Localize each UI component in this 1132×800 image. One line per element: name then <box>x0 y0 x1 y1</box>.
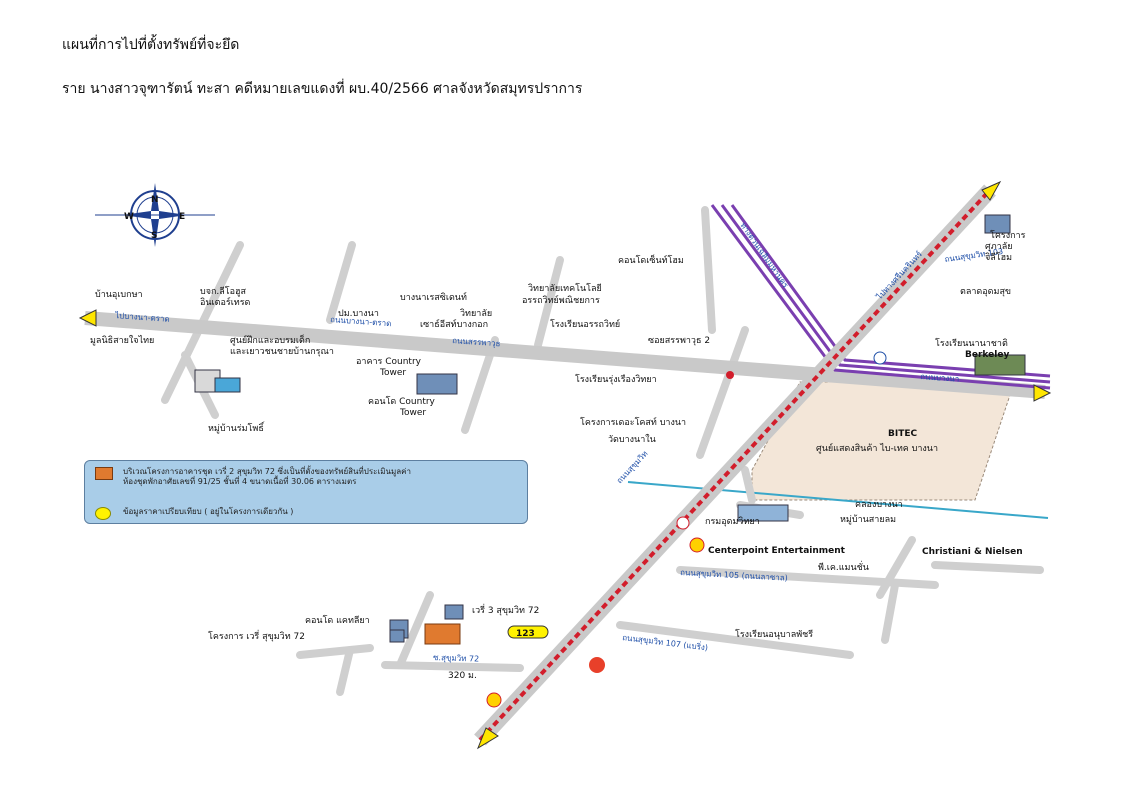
label-centerpoint: Centerpoint Entertainment <box>708 546 846 556</box>
compare-badge[interactable] <box>507 625 549 639</box>
label-mulanithi: มูลนิธิสายใจไทย <box>90 335 154 346</box>
shell-icon-south <box>486 692 502 708</box>
ptt-icon <box>589 657 605 673</box>
label-village-rompo: หมู่บ้านร่มโพธิ์ <box>208 421 265 434</box>
label-village-saylom: หมู่บ้านสายลม <box>840 514 896 525</box>
shell-icon-north <box>689 537 705 553</box>
label-bjk: บจก.ลีโอฮูส <box>200 286 247 297</box>
map-legend: บริเวณโครงการอาคารชุด เวรี่ 2 สุขุมวิท 7… <box>84 460 528 524</box>
arrow-south-icon <box>476 727 499 750</box>
label-berkeley: Berkeley <box>965 350 1009 360</box>
toyota-icon <box>676 516 690 530</box>
arrow-north-icon <box>981 180 1002 201</box>
subject-legend-swatch <box>95 467 113 480</box>
compass-icon: N S E W <box>95 183 215 247</box>
label-distance: 320 ม. <box>448 671 477 681</box>
label-klong-bangna: คลองบางนา <box>855 500 903 510</box>
road-sukhumvit-dash <box>478 188 992 742</box>
label-condo-center: คอนโดเซ็นท์โฮม <box>618 253 684 266</box>
label-bjk2: อินเตอร์เทรด <box>200 296 251 308</box>
compare-legend-swatch <box>95 507 111 520</box>
label-project-supalai3: จิลีโฮม <box>985 252 1012 263</box>
label-baan-ubenya: บ้านอุเบกษา <box>95 289 143 300</box>
label-bitec-full: ศูนย์แสดงสินค้า ไบ-เทค บางนา <box>816 442 938 454</box>
road-label-bangna-pu: ไปบางนา-ตราด <box>114 311 170 324</box>
compass-n: N <box>151 195 159 205</box>
label-condo-country: คอนโด Country <box>368 396 436 407</box>
label-intl-school: โรงเรียนนานาชาติ <box>935 338 1008 349</box>
canal-line <box>627 481 1049 519</box>
arrow-east-icon <box>1033 384 1052 402</box>
label-school-atthawit: โรงเรียนอรรถวิทย์ <box>550 318 620 330</box>
compare-badge-label: 123 <box>516 629 535 639</box>
legend-item-subject: บริเวณโครงการอาคารชุด เวรี่ 2 สุขุมวิท 7… <box>123 467 411 486</box>
label-condo-kahliya: คอนโด แคทลียา <box>305 615 370 626</box>
label-bangna-residence: บางนาเรสซิเดนท์ <box>400 291 467 303</box>
label-school-anuban: โรงเรียนอนุบาลพัชรี <box>735 629 813 640</box>
label-kromudom: กรมอุดมวิทยา <box>705 516 760 527</box>
label-center-child: ศูนย์ฝึกและอบรมเด็ก <box>230 333 310 346</box>
label-tech-college2: อรรถวิทย์พณิชยการ <box>522 294 600 306</box>
label-college: วิทยาลัย <box>460 308 492 319</box>
label-center-child2: และเยาวชนชายบ้านกรุณา <box>230 346 334 357</box>
label-country-tower: อาคาร Country <box>356 357 422 367</box>
label-wat-bangnanai: วัดบางนาใน <box>608 434 656 445</box>
road-label-banna: ถนนบางนา <box>920 372 960 384</box>
label-project-supalai: โครงการ <box>990 230 1026 241</box>
label-soi-sanphawut: ซอยสรรพาวุธ 2 <box>648 336 710 346</box>
legend-item-compare: ข้อมูลราคาเปรียบเทียบ ( อยู่ในโครงการเดี… <box>123 507 294 516</box>
label-very3: เวรี่ 3 สุขุมวิท 72 <box>472 603 539 616</box>
road-label-sukhumvit105: ถนนสุขุมวิท 105 (ถนนลาซาล) <box>680 568 788 583</box>
compass-w: W <box>124 212 134 222</box>
label-country-tower2: Tower <box>379 368 406 378</box>
road-label-expressway: ทางด่วนเฉลิมมหานคร <box>738 221 790 290</box>
label-pm-bangna: ปม.บางนา <box>338 309 379 319</box>
label-tech-college: วิทยาลัยเทคโนโลยี <box>528 283 602 294</box>
road-label-soi72: ซ.สุขุมวิท 72 <box>433 653 479 664</box>
label-talad-udomsuk: ตลาดอุดมสุข <box>960 287 1011 297</box>
label-christiani: Christiani & Nielsen <box>922 547 1023 557</box>
pin-icon <box>726 371 734 379</box>
compass-s: S <box>151 231 157 241</box>
compass-e: E <box>179 212 185 222</box>
bank-icon <box>873 351 887 365</box>
building-icons <box>194 214 1026 643</box>
label-pk-mansion: พี.เค.แมนชั่น <box>818 560 869 573</box>
label-project-deluxe: โครงการเดอะโคสท์ บางนา <box>580 416 686 428</box>
subject-property-marker[interactable] <box>424 623 461 645</box>
road-label-sanphawut: ถนนสรรพาวุธ <box>452 336 501 348</box>
page-title: แผนที่การไปที่ตั้งทรัพย์ที่จะยึด <box>62 37 240 53</box>
label-condo-country2: Tower <box>399 408 426 418</box>
label-project-supalai2: ศุภาลัย <box>985 242 1013 252</box>
road-bangna-trad <box>84 311 1046 399</box>
arrow-west-icon <box>78 309 97 327</box>
road-label-sukhumvit: ถนนสุขุมวิท <box>615 449 650 485</box>
label-project-very: โครงการ เวรี่ สุขุมวิท 72 <box>208 629 305 642</box>
label-school-rungruang: โรงเรียนรุ่งเรืองวิทยา <box>575 374 657 385</box>
page-subtitle: ราย นางสาวจุฑารัตน์ ทะสา คดีหมายเลขแดงที… <box>62 81 583 97</box>
road-label-bangna-trad: ถนนบางนา-ตราด <box>330 315 392 328</box>
label-bitec: BITEC <box>888 429 917 439</box>
label-college2: เซาธ์อีสท์บางกอก <box>420 318 488 330</box>
